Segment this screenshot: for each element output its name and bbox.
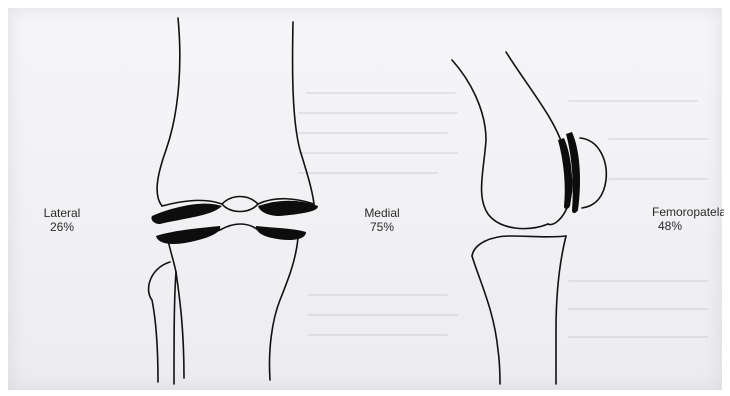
cartilage-anterior: [151, 201, 318, 244]
intercondylar-notch: [222, 204, 258, 212]
label-medial: Medial 75%: [356, 206, 408, 234]
label-medial-name: Medial: [364, 206, 399, 220]
tibial-plateau-lateral-view: [472, 236, 566, 256]
label-lateral: Lateral 26%: [34, 206, 90, 234]
tibial-cartilage-lateral: [156, 226, 220, 244]
tibia-medial-outline: [269, 238, 298, 380]
tibial-cartilage-medial: [256, 226, 306, 240]
label-lateral-percent: 26%: [34, 220, 90, 234]
label-lateral-name: Lateral: [44, 206, 81, 220]
label-medial-percent: 75%: [356, 220, 408, 234]
fibula-inner-outline: [174, 272, 176, 384]
cartilage-patellofemoral: [558, 132, 580, 213]
femur-anterior-outline: [506, 52, 572, 224]
patella-outline: [580, 138, 606, 208]
label-femoropatelar-percent: 48%: [628, 219, 724, 233]
knee-lateral-view: [452, 52, 606, 384]
femur-anterior: [157, 18, 314, 206]
fibula-outer-outline: [149, 262, 170, 382]
tibia-anterior: [162, 224, 302, 380]
label-femoropatelar: Femoropatelar 48%: [628, 205, 724, 233]
femur-lateral-outline: [157, 18, 180, 206]
tibia-anterior-outline: [556, 236, 566, 384]
fibula-anterior: [149, 262, 176, 384]
femur-posterior-outline: [452, 60, 548, 229]
tibia-lateral-outline: [168, 240, 184, 378]
femur-medial-outline: [293, 22, 314, 204]
tibia-posterior-outline: [472, 256, 500, 384]
label-femoropatelar-name: Femoropatelar: [628, 205, 724, 219]
